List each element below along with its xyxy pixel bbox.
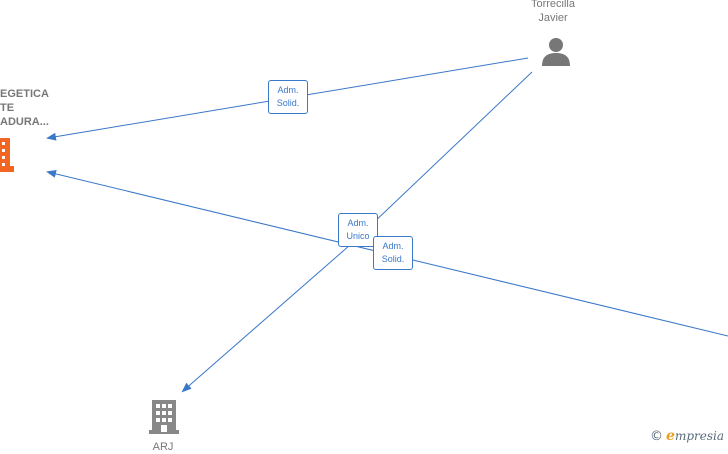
company-bottom-name[interactable]: ARJ — [152, 441, 174, 453]
building-icon[interactable] — [149, 398, 179, 434]
role-line2: Solid. — [381, 254, 405, 264]
person-name-line2: Javier — [538, 12, 568, 24]
role-line2: Unico — [346, 231, 370, 241]
person-name[interactable]: Torrecilla Javier — [528, 0, 578, 25]
role-line1: Adm. — [277, 85, 299, 95]
building-icon[interactable] — [0, 138, 14, 172]
company-left-line2: TE — [0, 102, 15, 114]
edge-person-to-center — [349, 71, 533, 246]
brand-logo: ©empresia — [650, 428, 724, 444]
brand-initial: e — [666, 428, 675, 444]
person-icon[interactable] — [540, 36, 572, 68]
role-line1: Adm. — [382, 241, 404, 251]
role-box-adm-unico[interactable]: Adm. Unico — [338, 213, 378, 247]
role-box-adm-solid[interactable]: Adm. Solid. — [373, 236, 413, 270]
company-left-name[interactable]: EGETICA TE ADURA... — [0, 87, 49, 129]
company-left-line3: ADURA... — [0, 116, 49, 128]
company-left-line1: EGETICA — [0, 88, 49, 100]
role-line1: Adm. — [347, 218, 369, 228]
brand-rest: mpresia — [674, 429, 724, 443]
edge-center-to-company-bottom — [181, 244, 351, 393]
copyright-icon: © — [650, 429, 664, 444]
person-name-line1: Torrecilla — [530, 0, 575, 10]
role-box-adm-solid[interactable]: Adm. Solid. — [268, 80, 308, 114]
role-line2: Solid. — [276, 98, 300, 108]
